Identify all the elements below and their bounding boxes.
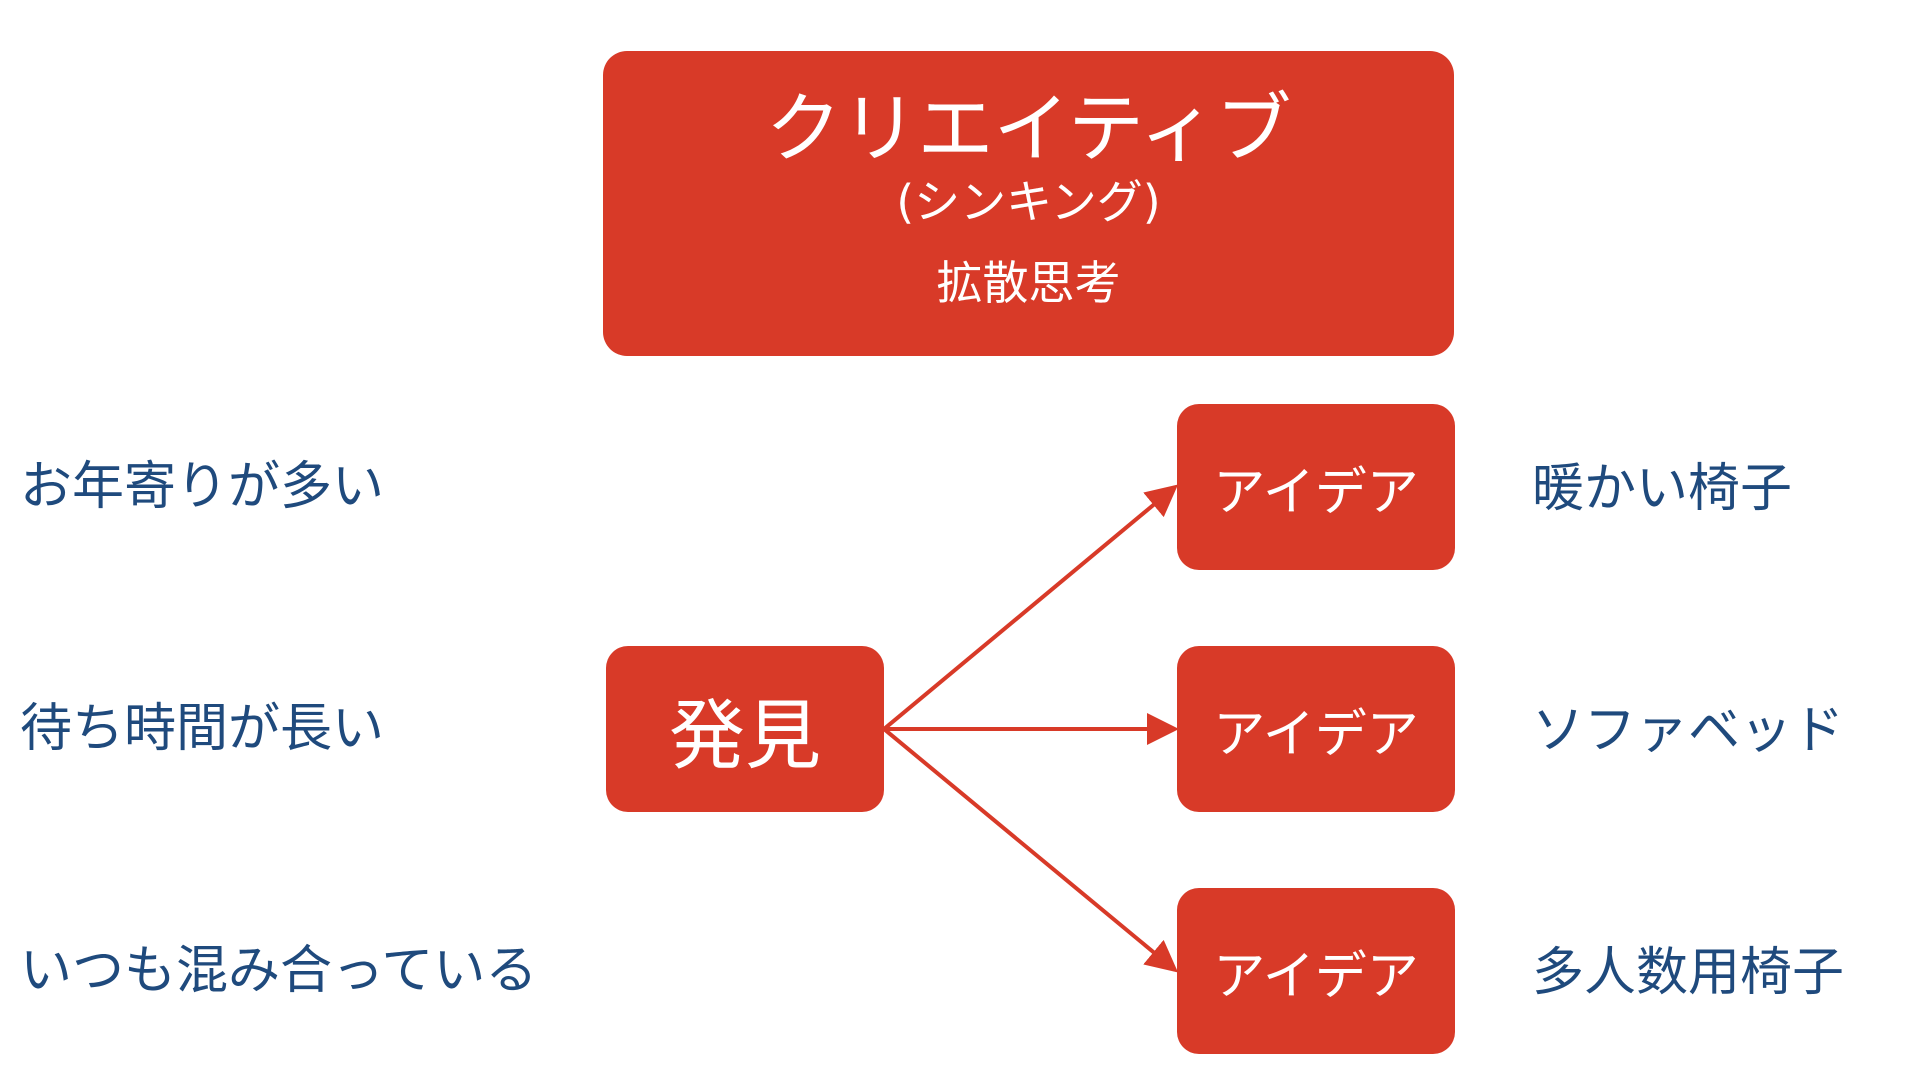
idea-label-3: アイデア <box>1213 946 1419 1007</box>
creative-title: クリエイティブ <box>765 84 1292 174</box>
arrow-to-idea-3 <box>882 727 1179 973</box>
right-item-sofa-bed: ソファベッド <box>1532 701 1845 761</box>
right-item-warm-chair: 暖かい椅子 <box>1532 459 1793 519</box>
idea-label-1: アイデア <box>1213 462 1419 523</box>
right-item-multi-seat: 多人数用椅子 <box>1532 943 1845 1003</box>
creative-thinking-box: クリエイティブ (シンキング) 拡散思考 <box>603 51 1454 356</box>
arrow-to-idea-1 <box>882 484 1179 731</box>
discovery-label: 発見 <box>669 691 821 780</box>
thinking-subtitle: (シンキング) <box>896 175 1161 230</box>
idea-box-3: アイデア <box>1177 888 1455 1054</box>
idea-box-1: アイデア <box>1177 404 1455 570</box>
left-item-crowded: いつも混み合っている <box>20 941 538 1001</box>
discovery-box: 発見 <box>606 646 884 812</box>
left-item-elderly: お年寄りが多い <box>20 457 385 517</box>
left-item-long-wait: 待ち時間が長い <box>20 699 385 759</box>
divergent-thinking-caption: 拡散思考 <box>936 256 1121 311</box>
idea-label-2: アイデア <box>1213 704 1419 765</box>
idea-box-2: アイデア <box>1177 646 1455 812</box>
